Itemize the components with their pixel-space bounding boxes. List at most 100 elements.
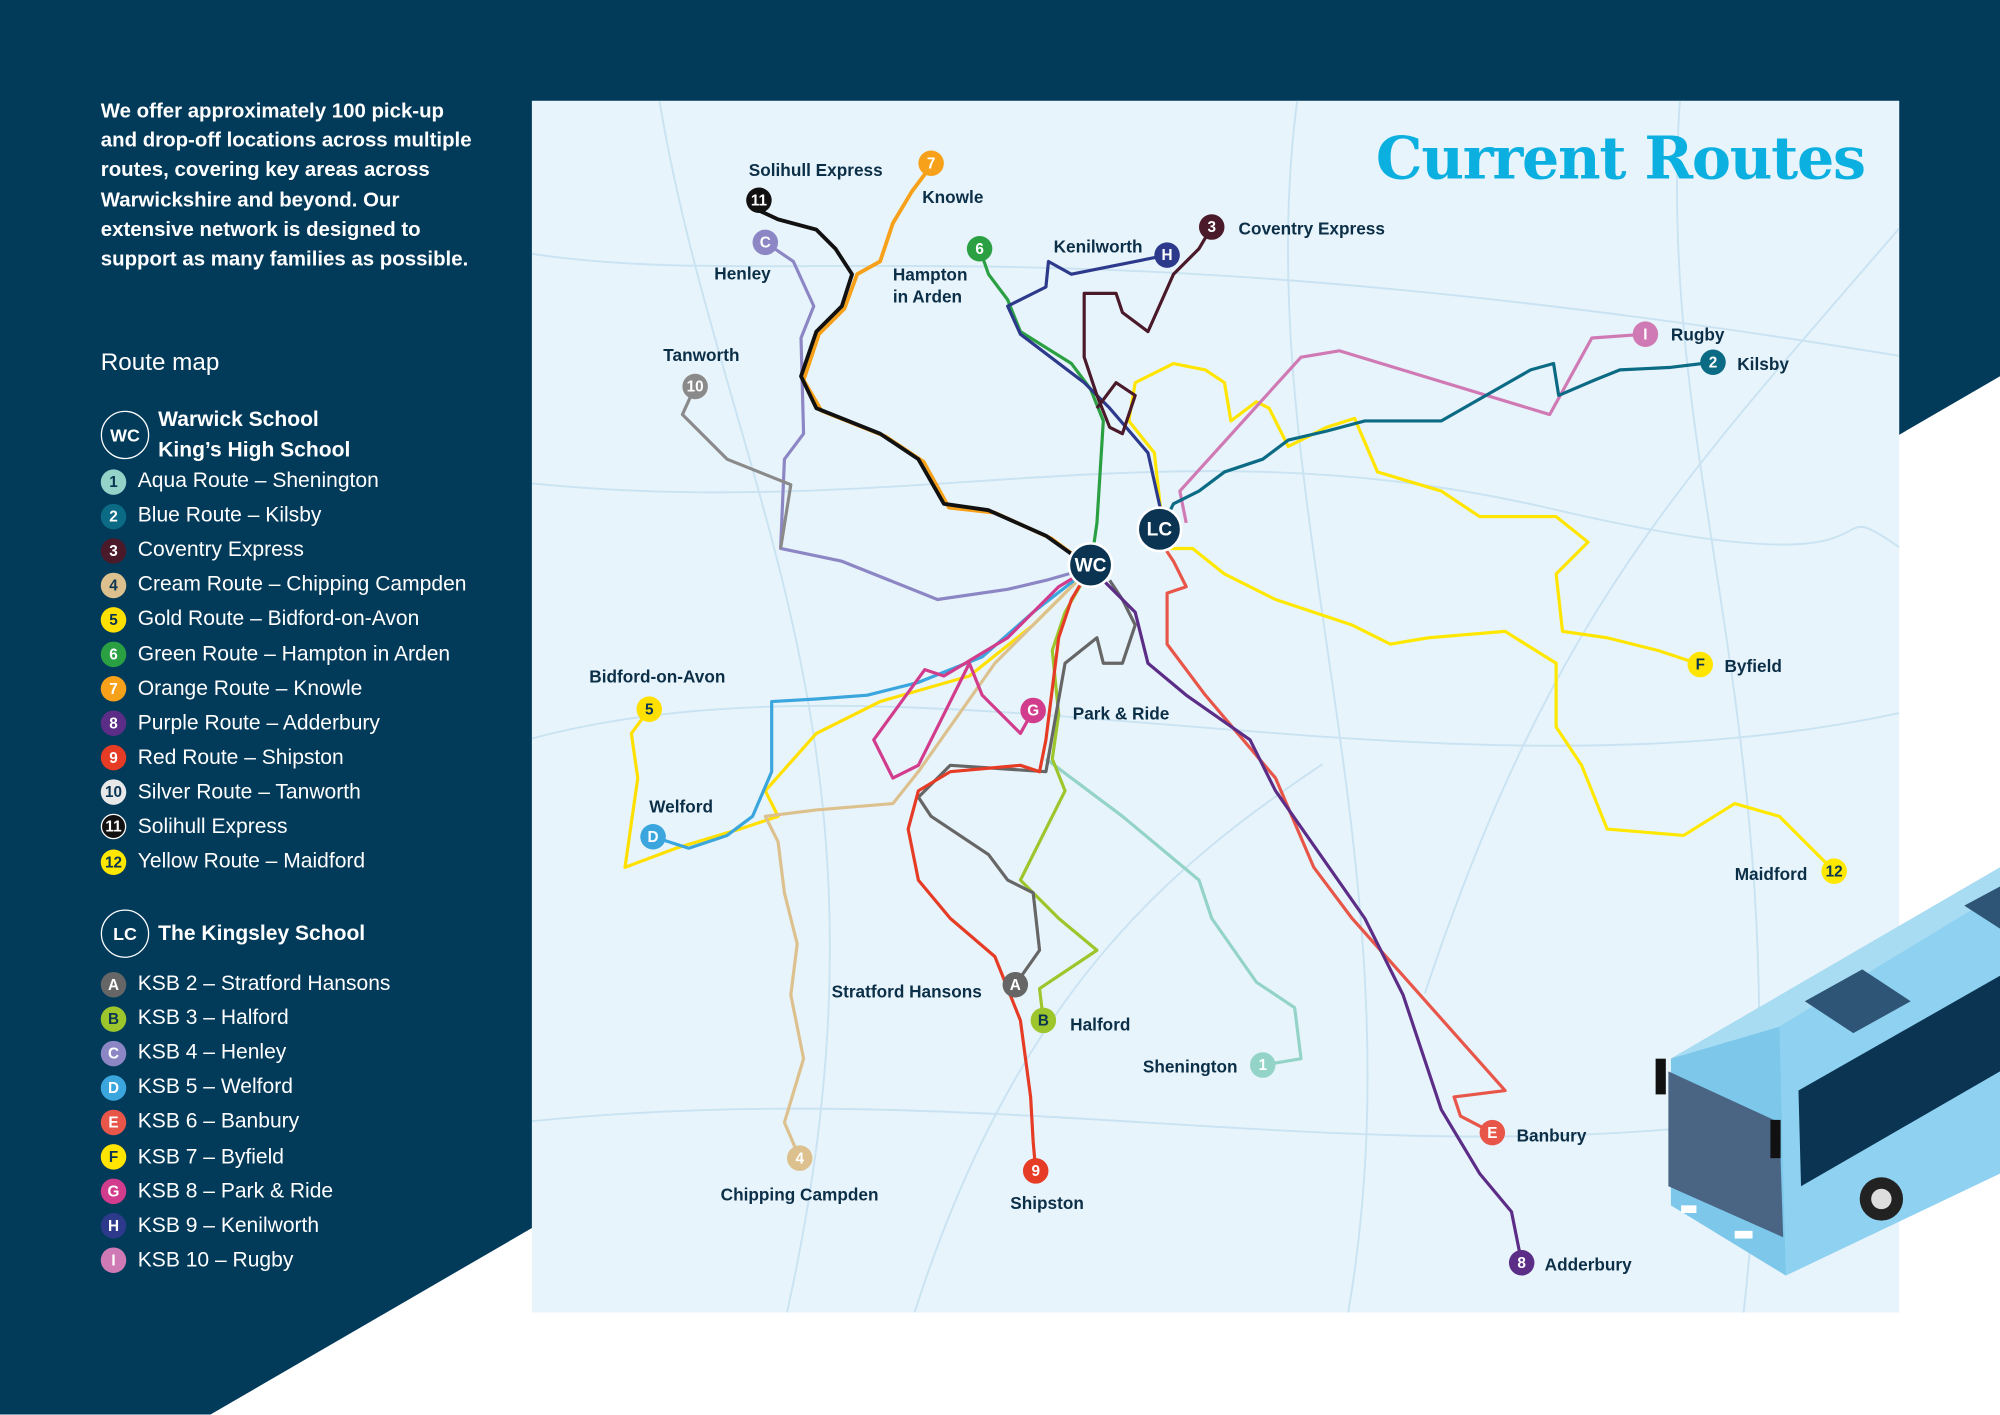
stop-label: Maidford — [1734, 864, 1808, 884]
legend-label: KSB 3 – Halford — [137, 1006, 289, 1030]
intro-text: We offer approximately 100 pick-up and d… — [100, 100, 472, 271]
road — [531, 252, 1900, 357]
stop-marker-4[interactable]: 4 — [786, 1145, 813, 1171]
route-badge: A — [100, 971, 127, 997]
stop-marker-9[interactable]: 9 — [1022, 1158, 1049, 1184]
stop-marker-7[interactable]: 7 — [918, 150, 944, 177]
stop-marker-6[interactable]: 6 — [966, 235, 993, 262]
route-map-heading: Route map — [100, 349, 220, 377]
legend-item: F KSB 7 – Byfield — [100, 1140, 391, 1175]
legend-item: 3 Coventry Express — [100, 533, 467, 568]
route-line-1[interactable] — [1044, 757, 1303, 1067]
stop-marker-e[interactable]: E — [1479, 1119, 1506, 1146]
stop-label: Banbury — [1516, 1126, 1587, 1146]
stop-label: Solihull Express — [748, 160, 883, 180]
route-line-h[interactable] — [1006, 253, 1168, 511]
stop-label: Kilsby — [1737, 354, 1789, 374]
hub-wc[interactable]: WC — [1067, 542, 1114, 589]
route-line-i[interactable] — [1178, 332, 1646, 524]
route-badge: 2 — [100, 503, 127, 529]
stop-marker-5[interactable]: 5 — [636, 696, 662, 722]
route-line-f[interactable] — [1127, 361, 1701, 667]
route-badge: D — [100, 1075, 127, 1101]
school-name: The Kingsley School — [158, 922, 366, 946]
route-line-e[interactable] — [1159, 541, 1507, 1135]
route-line-3[interactable] — [1082, 226, 1214, 436]
legend-label: Aqua Route – Shenington — [137, 469, 379, 493]
legend-label: Purple Route – Adderbury — [137, 711, 380, 735]
route-line-9[interactable] — [906, 566, 1092, 1172]
route-badge: H — [100, 1213, 127, 1239]
stop-label: Shenington — [1142, 1057, 1238, 1077]
stop-marker-3[interactable]: 3 — [1198, 214, 1225, 240]
route-badge: 3 — [100, 537, 127, 564]
stop-marker-2[interactable]: 2 — [1700, 349, 1726, 375]
route-line-12[interactable] — [1160, 546, 1836, 873]
legend-label: Coventry Express — [137, 538, 304, 562]
stop-label: Stratford Hansons — [831, 982, 982, 1002]
lc-badge: LC — [100, 909, 150, 958]
stop-label: Chipping Campden — [720, 1184, 879, 1205]
stop-marker-1[interactable]: 1 — [1249, 1052, 1276, 1078]
legend-label: KSB 5 – Welford — [137, 1075, 293, 1099]
stop-marker-h[interactable]: H — [1154, 242, 1180, 268]
stop-marker-c[interactable]: C — [752, 229, 779, 256]
route-line-6[interactable] — [978, 248, 1105, 568]
legend-label: Gold Route – Bidford-on-Avon — [137, 607, 420, 631]
stop-label: Byfield — [1724, 656, 1782, 677]
route-badge: 9 — [100, 745, 127, 771]
stop-label: Bidford-on-Avon — [589, 667, 726, 687]
stop-label: Welford — [649, 797, 714, 817]
route-line-b[interactable] — [1018, 566, 1099, 1021]
route-line-2[interactable] — [1159, 360, 1714, 531]
stop-marker-12[interactable]: 12 — [1821, 858, 1847, 884]
route-badge: F — [100, 1144, 127, 1170]
legend-label: Red Route – Shipston — [137, 745, 344, 769]
legend-label: Blue Route – Kilsby — [137, 504, 322, 527]
route-line-10[interactable] — [680, 385, 793, 549]
route-line-8[interactable] — [1089, 566, 1524, 1264]
stop-marker-f[interactable]: F — [1687, 651, 1714, 678]
stop-marker-a[interactable]: A — [1002, 971, 1029, 998]
route-badge: 7 — [100, 676, 127, 702]
hub-lc[interactable]: LC — [1136, 506, 1183, 553]
legend-label: Green Route – Hampton in Arden — [137, 642, 451, 666]
stop-marker-11[interactable]: 11 — [746, 187, 772, 214]
stop-label: Park & Ride — [1072, 704, 1170, 724]
stop-marker-10[interactable]: 10 — [682, 373, 708, 400]
legend-label: KSB 7 – Byfield — [137, 1144, 285, 1168]
stop-label: Rugby — [1670, 325, 1725, 345]
stop-marker-g[interactable]: G — [1020, 697, 1046, 724]
route-badge: 1 — [100, 468, 127, 495]
school-name: Warwick School — [158, 408, 319, 432]
stop-label: Halford — [1070, 1015, 1131, 1035]
legend-label: KSB 10 – Rugby — [137, 1248, 294, 1272]
route-line-c[interactable] — [764, 241, 1091, 602]
stop-marker-i[interactable]: I — [1632, 321, 1659, 347]
stop-marker-b[interactable]: B — [1030, 1007, 1057, 1034]
route-line-4[interactable] — [763, 566, 1092, 1159]
map-title: Current Routes — [1375, 123, 1866, 193]
route-line-11[interactable] — [758, 208, 1092, 570]
legend-label: Cream Route – Chipping Campden — [137, 573, 467, 597]
stop-label: Adderbury — [1544, 1255, 1632, 1275]
stop-marker-8[interactable]: 8 — [1508, 1249, 1535, 1276]
route-badge: E — [100, 1109, 127, 1136]
route-line-g[interactable] — [872, 566, 1092, 780]
legend-item: 2 Blue Route – Kilsby — [100, 499, 467, 534]
road — [531, 470, 1900, 548]
road — [1423, 227, 1900, 994]
stop-marker-d[interactable]: D — [640, 823, 666, 850]
